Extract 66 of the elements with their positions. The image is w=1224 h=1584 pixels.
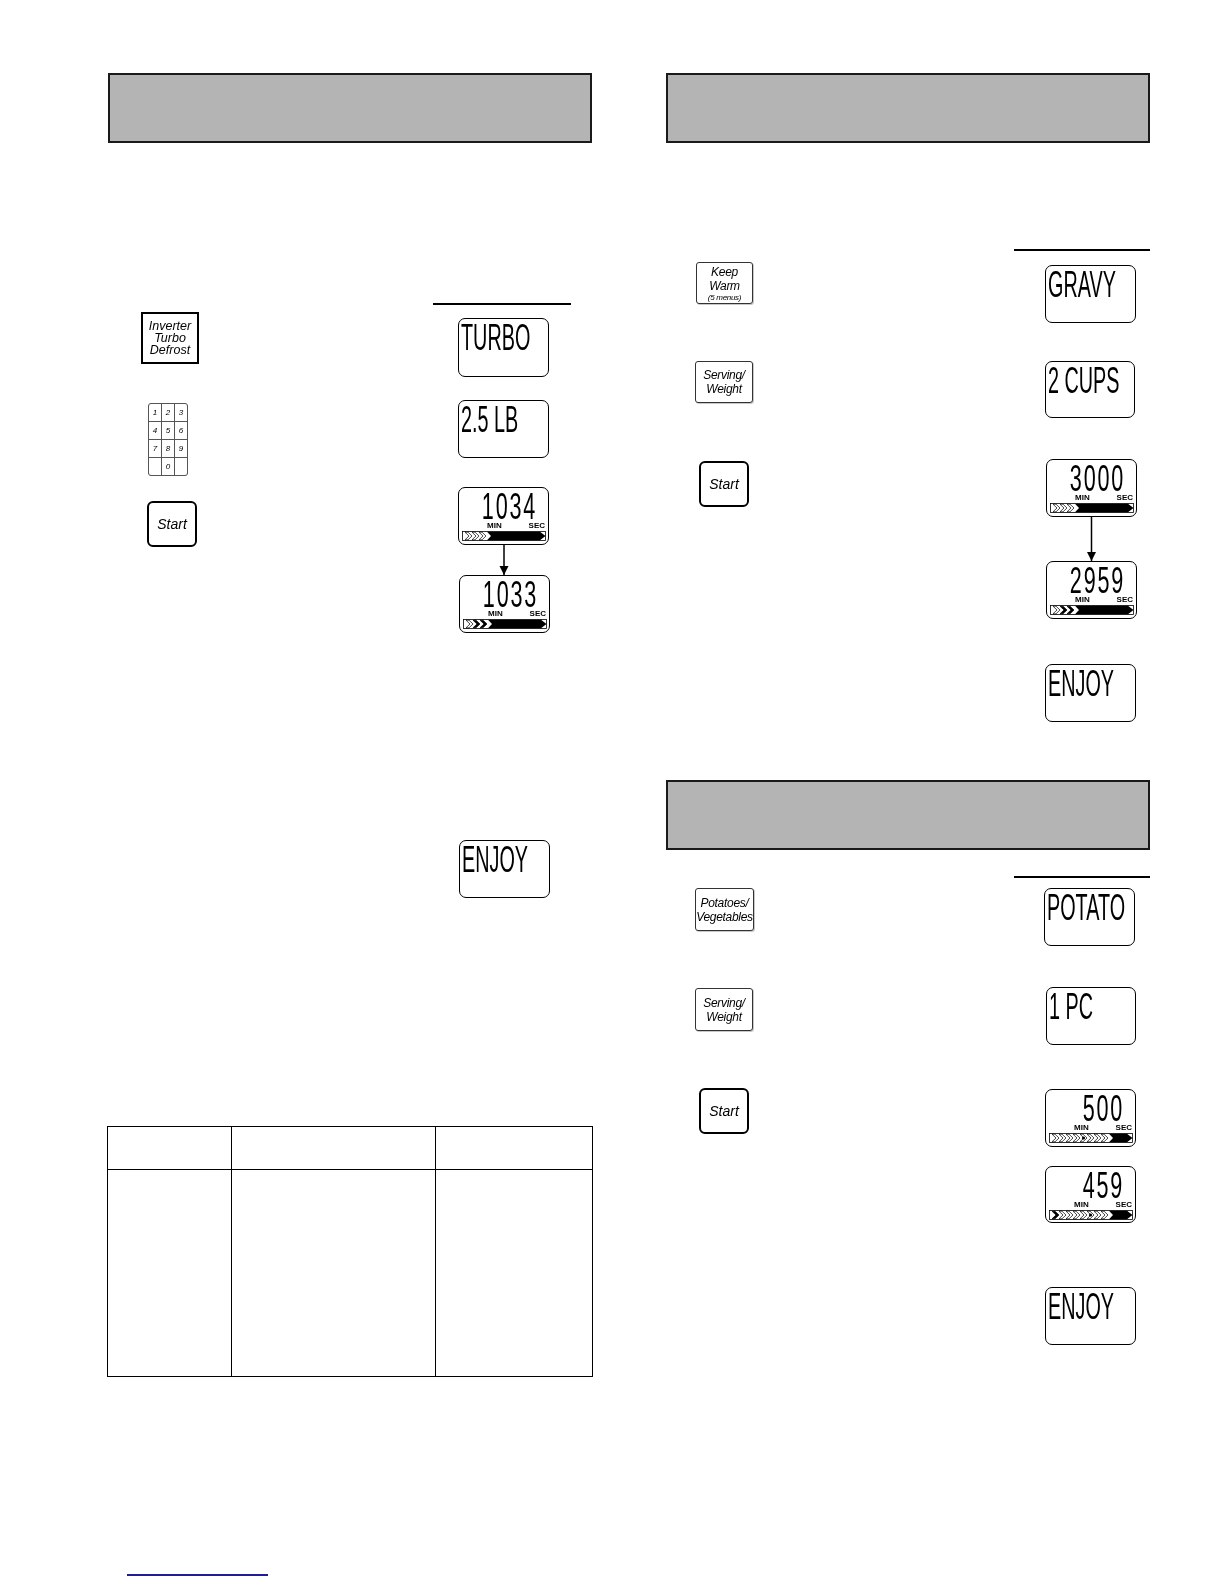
panel-button: Inverter Turbo Defrost <box>141 312 199 364</box>
keypad-key: 5 <box>162 422 174 439</box>
lcd-unit-label: SEC <box>1115 1123 1132 1132</box>
lcd-unit-label: SEC <box>1115 1200 1132 1209</box>
lcd-display <box>1044 888 1135 946</box>
lcd-display <box>458 400 549 458</box>
panel-button: Serving/ Weight <box>695 988 753 1031</box>
lcd-display <box>1045 1287 1136 1345</box>
panel-button: Keep Warm (5 menus) <box>696 262 753 304</box>
lcd-display <box>1045 1089 1136 1147</box>
keypad-key: 3 <box>175 404 187 421</box>
lcd-display <box>1045 361 1135 418</box>
keypad-key: 0 <box>162 458 174 475</box>
lcd-readout: 500 <box>1082 1095 1124 1122</box>
lcd-display <box>1045 664 1136 722</box>
lcd-readout: ENJOY <box>462 846 528 873</box>
heading-band <box>666 780 1150 850</box>
panel-button: Serving/ Weight <box>695 361 753 403</box>
keypad-key: 1 <box>149 404 161 421</box>
lcd-readout: ENJOY <box>1048 1293 1114 1320</box>
panel-button: Start <box>699 1088 749 1134</box>
keypad-key: 9 <box>175 440 187 457</box>
lcd-display <box>1046 987 1136 1045</box>
heading-band <box>108 73 592 143</box>
lcd-display <box>458 487 549 545</box>
lcd-readout: 2.5 LB <box>461 406 519 433</box>
lcd-display <box>1045 265 1136 323</box>
arrow <box>1087 516 1096 562</box>
lcd-readout: POTATO <box>1047 894 1126 921</box>
lcd-readout: 2959 <box>1069 567 1125 594</box>
heading-band <box>666 73 1150 143</box>
lcd-unit-label: SEC <box>528 521 545 530</box>
keypad-key: 8 <box>162 440 174 457</box>
lcd-display <box>1046 561 1137 619</box>
panel-button: Start <box>147 501 197 547</box>
keypad-key: 7 <box>149 440 161 457</box>
lcd-unit-label: MIN <box>1074 1123 1089 1132</box>
lcd-readout: TURBO <box>461 324 531 351</box>
lcd-display <box>459 840 550 898</box>
lcd-unit-label: SEC <box>1116 595 1133 604</box>
lcd-readout: ENJOY <box>1048 670 1114 697</box>
lcd-readout: 459 <box>1082 1172 1124 1199</box>
keypad-key: 4 <box>149 422 161 439</box>
lcd-unit-label: MIN <box>1074 1200 1089 1209</box>
panel-button: Potatoes/ Vegetables <box>695 888 754 931</box>
panel-button: Start <box>699 461 749 507</box>
lcd-unit-label: MIN <box>487 521 502 530</box>
lcd-unit-label: MIN <box>1075 493 1090 502</box>
keypad-key: 2 <box>162 404 174 421</box>
lcd-unit-label: SEC <box>529 609 546 618</box>
lcd-readout: 1033 <box>482 581 538 608</box>
lcd-unit-label: MIN <box>488 609 503 618</box>
lcd-display <box>458 318 549 377</box>
arrow <box>499 544 509 576</box>
lcd-readout: 1 PC <box>1049 993 1094 1020</box>
lcd-display <box>1046 459 1137 517</box>
lcd-display <box>1045 1166 1136 1223</box>
lcd-readout: 2 CUPS <box>1048 367 1120 394</box>
lcd-readout: 3000 <box>1069 465 1125 492</box>
lcd-unit-label: MIN <box>1075 595 1090 604</box>
lcd-display <box>459 575 550 633</box>
keypad-key: 6 <box>175 422 187 439</box>
lcd-readout: 1034 <box>481 493 537 520</box>
lcd-readout: GRAVY <box>1048 271 1116 298</box>
lcd-unit-label: SEC <box>1116 493 1133 502</box>
number-keypad <box>148 403 188 476</box>
